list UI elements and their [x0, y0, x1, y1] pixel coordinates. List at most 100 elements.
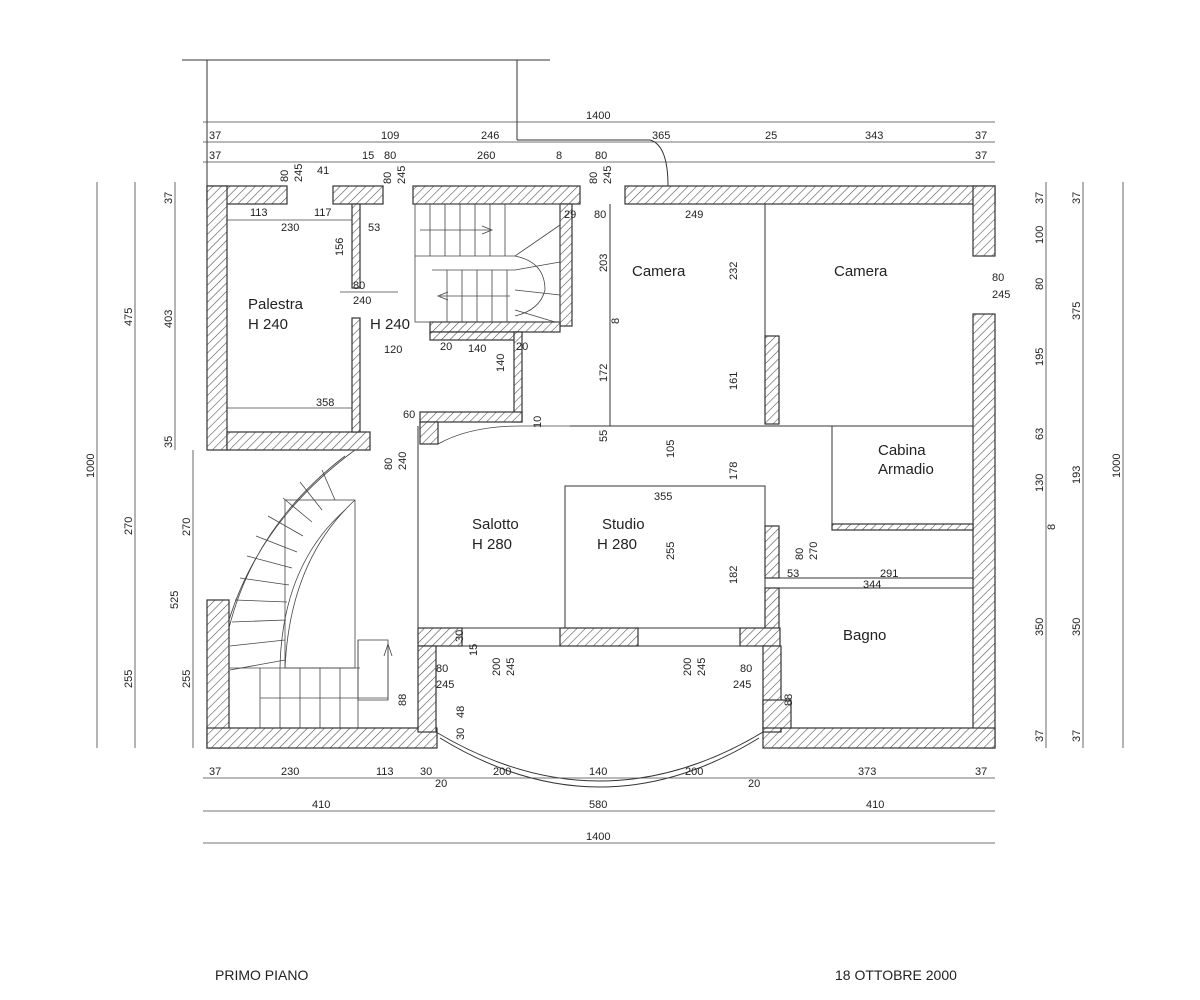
dimension-left: 1000 475 270 255 37 403 35 270 525 255 [85, 192, 193, 688]
room-bagno-name: Bagno [843, 627, 886, 644]
dim-right-inner-6: 8 [1046, 524, 1058, 530]
dim-right-inner-7: 350 [1034, 618, 1046, 636]
dim-bot-r1-8: 20 [748, 778, 760, 790]
dim-int-39: 15 [468, 644, 480, 656]
dim-top-r2-0: 37 [209, 150, 221, 162]
dim-int-9: 140 [468, 343, 486, 355]
footer: PRIMO PIANO 18 OTTOBRE 2000 [215, 967, 957, 983]
wall-bay-pier-left [417, 645, 437, 733]
dim-bot-r1-3: 30 [420, 766, 432, 778]
room-camera-left: Camera [632, 263, 686, 280]
wall-stair-lower [429, 321, 561, 333]
dim-int-11: 140 [495, 354, 507, 372]
dim-bot-total: 1400 [586, 831, 610, 843]
dim-right-inner-8: 37 [1034, 730, 1046, 742]
footer-date: 18 OTTOBRE 2000 [835, 967, 957, 983]
dim-bot-r1-9: 373 [858, 766, 876, 778]
room-corridor-height: H 240 [370, 316, 410, 333]
dim-int-51: 88 [783, 694, 795, 706]
dim-top-r2-5: 80 [595, 150, 607, 162]
room-palestra-height: H 240 [248, 316, 288, 333]
wall-bay-right [739, 627, 781, 647]
dim-int-35: 53 [787, 568, 799, 580]
dim-int-30: 182 [728, 566, 740, 584]
footer-title: PRIMO PIANO [215, 967, 308, 983]
staircase-upper [414, 203, 561, 323]
dim-int-32: 245 [992, 289, 1010, 301]
dim-int-42: 200 [682, 658, 694, 676]
dim-left-inner-1: 403 [163, 310, 175, 328]
wall-left-lower [206, 599, 230, 749]
dim-int-10: 20 [516, 341, 528, 353]
dim-int-33: 80 [794, 548, 806, 560]
dim-int-2: 230 [281, 222, 299, 234]
dim-bot-r1-0: 37 [209, 766, 221, 778]
dim-right-inner-5: 130 [1034, 474, 1046, 492]
dim-int-31: 80 [992, 272, 1004, 284]
dim-int-12: 358 [316, 397, 334, 409]
wall-top-mid [332, 185, 384, 205]
wall-lift-bottom [419, 411, 523, 423]
room-labels: Palestra H 240 H 240 Camera Camera Cabin… [248, 263, 934, 644]
dim-top-r1-1: 109 [381, 130, 399, 142]
dim-top-r1-0: 37 [209, 130, 221, 142]
dim-top-r1-3: 365 [652, 130, 670, 142]
dim-int-41: 245 [505, 658, 517, 676]
dim-right-inner-0: 37 [1034, 192, 1046, 204]
dim-right-mid-4: 37 [1071, 730, 1083, 742]
dim-int-19: 203 [598, 254, 610, 272]
room-cabina-line1: Cabina [878, 442, 926, 459]
dim-top-open-2: 41 [317, 165, 329, 177]
dim-int-7: 120 [384, 344, 402, 356]
wall-bottom-left [206, 727, 438, 749]
dim-right-mid-1: 375 [1071, 302, 1083, 320]
dim-int-20: 8 [610, 318, 622, 324]
dim-int-24: 161 [728, 372, 740, 390]
dim-int-23: 232 [728, 262, 740, 280]
dim-int-46: 80 [740, 663, 752, 675]
room-camera-right: Camera [834, 263, 888, 280]
dim-int-48: 88 [397, 694, 409, 706]
dim-int-43: 245 [696, 658, 708, 676]
dimension-top: 1400 37 109 246 365 25 343 37 37 15 80 2… [209, 110, 987, 184]
dim-int-16: 29 [564, 209, 576, 221]
partition-lines [182, 59, 973, 788]
dim-bot-r1-10: 37 [975, 766, 987, 778]
dim-bot-r1-1: 230 [281, 766, 299, 778]
wall-top-stair [412, 185, 581, 205]
dim-left-inner-0: 37 [163, 192, 175, 204]
dim-top-open-0: 80 [279, 170, 291, 182]
dim-right-inner-2: 80 [1034, 278, 1046, 290]
wall-bagno-bottom-pier [762, 699, 792, 729]
dim-top-open-3: 80 [382, 172, 394, 184]
dimension-right: 1000 37 375 193 350 37 37 100 80 195 63 … [1034, 192, 1123, 742]
dim-int-8: 20 [440, 341, 452, 353]
wall-camera-partition [764, 335, 780, 425]
dim-int-50: 30 [455, 728, 467, 740]
dim-bot-r2-1: 580 [589, 799, 607, 811]
dim-int-45: 245 [436, 679, 454, 691]
dim-int-22: 55 [598, 430, 610, 442]
dim-left-outer: 1000 [85, 454, 97, 478]
dimension-lines [96, 121, 1124, 844]
dim-right-mid-3: 350 [1071, 618, 1083, 636]
dim-right-mid-0: 37 [1071, 192, 1083, 204]
wall-cabina-bottom [831, 523, 974, 531]
wall-lift-top [429, 331, 521, 341]
dim-bot-r2-2: 410 [866, 799, 884, 811]
dim-top-r2-2: 80 [384, 150, 396, 162]
wall-stair-right [559, 203, 573, 327]
dim-int-4: 156 [334, 238, 346, 256]
dim-int-5: 80 [353, 280, 365, 292]
wall-bagno-left [764, 525, 780, 579]
dim-top-open-6: 245 [602, 166, 614, 184]
wall-right-upper [972, 185, 996, 257]
dim-bot-r1-7: 200 [685, 766, 703, 778]
dim-int-29: 255 [665, 542, 677, 560]
walls [206, 185, 996, 749]
dim-int-44: 80 [436, 663, 448, 675]
dim-top-total: 1400 [586, 110, 610, 122]
dim-top-r2-3: 260 [477, 150, 495, 162]
dim-int-34: 270 [808, 542, 820, 560]
dim-int-17: 80 [594, 209, 606, 221]
